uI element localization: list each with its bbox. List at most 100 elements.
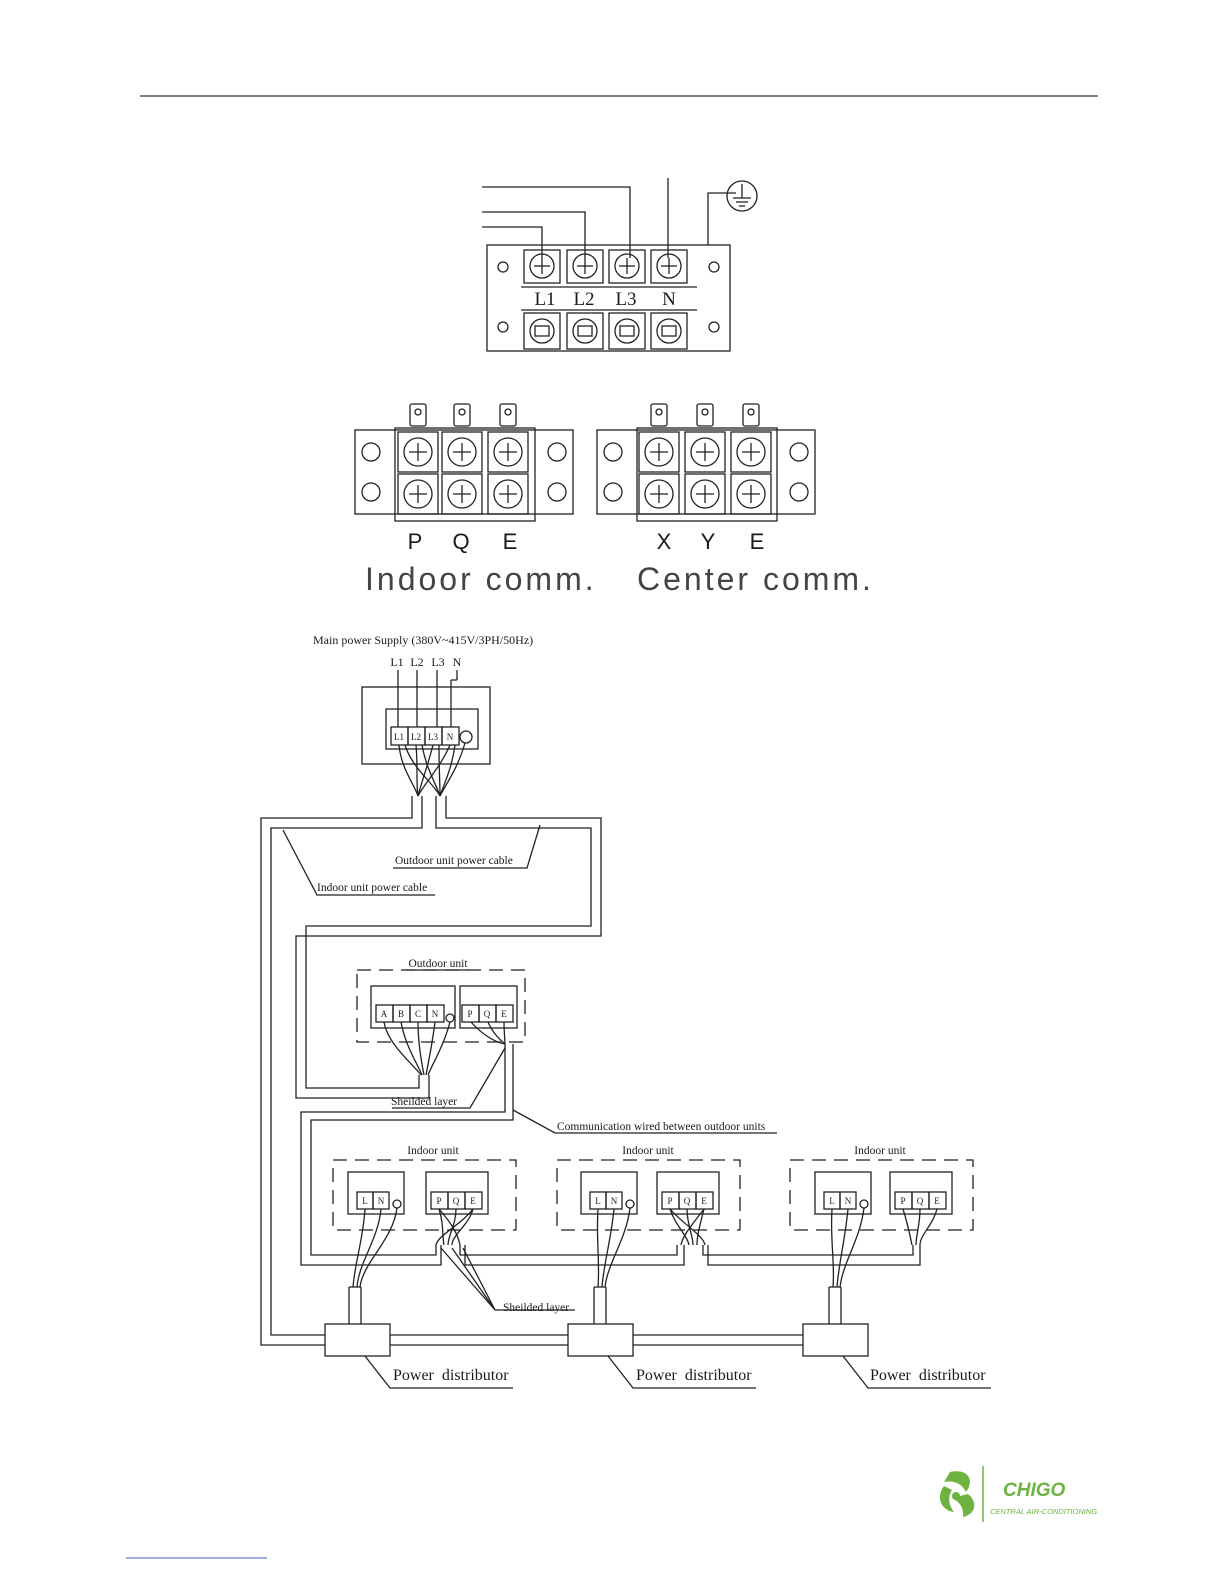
indoor-3-comm-terminal-e: E (934, 1196, 940, 1206)
ground-terminal-icon (859, 1199, 869, 1209)
outdoor-terminal-a: A (381, 1009, 388, 1019)
indoor-unit-3-title: Indoor unit (854, 1145, 906, 1157)
outdoor-power-cable-label: Outdoor unit power cable (395, 855, 513, 867)
indoor-shielded-label: Sheilded layer (503, 1302, 569, 1314)
mount-hole-icon (789, 482, 809, 502)
ground-terminal-icon (392, 1199, 402, 1209)
supply-line-l1: L1 (390, 655, 403, 669)
indoor-shield-leaders (440, 1247, 575, 1311)
outdoor-terminal-e: E (501, 1009, 507, 1019)
indoor-power-box (814, 1171, 872, 1215)
screw-icon (614, 253, 640, 279)
screw-icon (644, 437, 674, 467)
indoor-comm-block (354, 403, 574, 522)
mount-hole-icon (361, 442, 381, 462)
comm-wire-leader (512, 1109, 777, 1134)
outdoor-terminal-p: P (467, 1009, 472, 1019)
ground-terminal-icon (625, 1199, 635, 1209)
screw-icon (403, 479, 433, 509)
supply-terminal-l2: L2 (411, 732, 421, 742)
mount-hole-icon (789, 442, 809, 462)
indoor-2-comm-terminal-e: E (701, 1196, 707, 1206)
tb1-top-cell (650, 249, 688, 284)
comm-cell-top (638, 431, 680, 473)
connector-tab (696, 403, 714, 427)
screw-icon (736, 479, 766, 509)
outdoor-unit (356, 969, 526, 1076)
indoor-unit-2-title: Indoor unit (622, 1145, 674, 1157)
chigo-logo-icon (939, 1471, 975, 1517)
communication-wire (300, 1044, 921, 1266)
indoor-unit-3 (789, 1159, 974, 1231)
mount-hole-icon (547, 482, 567, 502)
connector-tab (453, 403, 471, 427)
screw-icon (493, 437, 523, 467)
center-comm-block (596, 403, 816, 522)
supply-terminal-l3: L3 (428, 732, 438, 742)
comm-cell-bottom (487, 473, 529, 515)
caption-center-comm: Center comm. (637, 561, 874, 597)
indoor-1-comm-terminal-p: P (436, 1196, 441, 1206)
indoor-1-comm-terminal-q: Q (453, 1196, 460, 1206)
indoor-3-comm-terminal-p: P (900, 1196, 905, 1206)
ground-icon (726, 180, 758, 212)
comm-block-core (636, 427, 778, 522)
main-terminal-block (482, 178, 736, 352)
connector-tab (650, 403, 668, 427)
screw-icon (572, 318, 598, 344)
indoor-comm-box (889, 1171, 953, 1215)
indoor-2-power-terminal-n: N (611, 1196, 618, 1206)
comm-cell-top (441, 431, 483, 473)
indoor-2-comm-terminal-q: Q (684, 1196, 691, 1206)
comm-cell-bottom (730, 473, 772, 515)
connector-tab (499, 403, 517, 427)
screw-icon (644, 479, 674, 509)
indoor-3-power-terminal-n: N (845, 1196, 852, 1206)
indoor-units (332, 1159, 974, 1324)
comm-cell-top (397, 431, 439, 473)
outdoor-terminal-c: C (415, 1009, 421, 1019)
indoor-power-box (347, 1171, 405, 1215)
power-distributor-1-label: Power distributor (393, 1367, 509, 1384)
comm-letter-y: Y (701, 529, 716, 554)
supply-line-l2: L2 (410, 655, 423, 669)
main-supply-box (361, 670, 491, 797)
outdoor-shielded-label: Sheilded layer (391, 1096, 457, 1108)
outdoor-shield-leader (392, 1047, 506, 1109)
comm-block-core (394, 427, 536, 522)
outdoor-unit-title: Outdoor unit (408, 958, 468, 970)
comm-cell-bottom (638, 473, 680, 515)
tb1-bottom-cell (523, 312, 561, 350)
comm-letter-p: P (408, 529, 423, 554)
indoor-1-comm-terminal-e: E (470, 1196, 476, 1206)
supply-terminal-l1: L1 (394, 732, 404, 742)
indoor-comm-box (656, 1171, 720, 1215)
power-distributor-2-label: Power distributor (636, 1367, 752, 1384)
mount-hole-icon (547, 442, 567, 462)
supply-title: Main power Supply (380V~415V/3PH/50Hz) (313, 633, 533, 647)
mount-hole-icon (361, 482, 381, 502)
screw-icon (736, 437, 766, 467)
indoor-2-comm-terminal-p: P (667, 1196, 672, 1206)
tb1-label-l2: L2 (573, 289, 594, 310)
indoor-2-power-terminal-l: L (595, 1196, 601, 1206)
screw-icon (447, 479, 477, 509)
tb1-label-l1: L1 (534, 289, 555, 310)
mount-hole-icon (603, 482, 623, 502)
supply-terminal-n: N (447, 732, 454, 742)
supply-line-n: N (453, 655, 462, 669)
outdoor-cable-leader (393, 824, 541, 869)
screw-icon (656, 253, 682, 279)
tb1-bottom-cell (650, 312, 688, 350)
indoor-1-power-terminal-n: N (378, 1196, 385, 1206)
comm-letter-e2: E (750, 529, 765, 554)
screw-icon (614, 318, 640, 344)
connector-tab (742, 403, 760, 427)
screw-icon (493, 479, 523, 509)
comm-wire-label: Communication wired between outdoor unit… (557, 1121, 766, 1133)
power-cable-routing (260, 796, 803, 1346)
caption-indoor-comm: Indoor comm. (365, 561, 597, 597)
screw-icon (403, 437, 433, 467)
comm-cell-top (730, 431, 772, 473)
